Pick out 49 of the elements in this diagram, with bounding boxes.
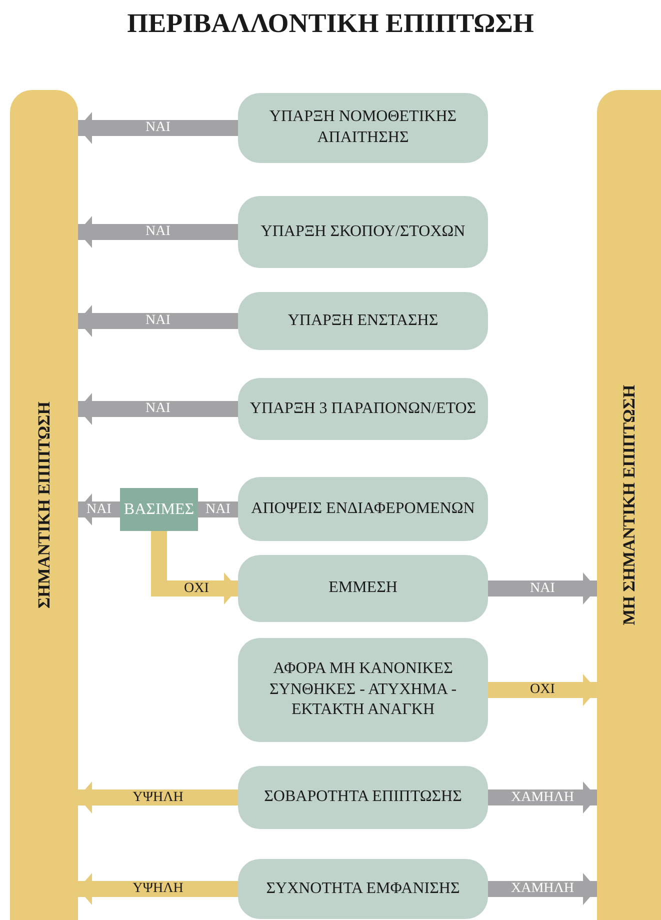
edge-label: ΥΨΗΛΗ: [132, 881, 184, 897]
box-text: ΕΜΜΕΣΗ: [328, 578, 398, 598]
edge-label: ΝΑΙ: [146, 401, 170, 417]
box-text: ΥΠΑΡΞΗ 3 ΠΑΡΑΠΟΝΩΝ/ΕΤΟΣ: [250, 398, 476, 419]
arrow: [488, 782, 597, 814]
arrow: [488, 674, 597, 706]
edge-label: ΝΑΙ: [146, 120, 170, 136]
edge-label: ΟΧΙ: [184, 580, 209, 596]
arrow: [78, 216, 238, 248]
bar-label: ΜΗ ΣΗΜΑΝΤΙΚΗ ΕΠΙΠΤΩΣΗ: [619, 384, 639, 626]
criterion-box: [238, 378, 488, 440]
arrow: [488, 873, 597, 905]
criterion-box: [238, 477, 488, 541]
edge-label: ΧΑΜΗΛΗ: [510, 790, 574, 806]
arrow: [78, 782, 238, 814]
arrow: [78, 393, 238, 425]
arrow: [78, 305, 238, 337]
title: ΠΕΡΙΒΑΛΛΟΝΤΙΚΗ ΕΠΙΠΤΩΣΗ: [126, 8, 535, 39]
criterion-box: [238, 766, 488, 829]
edge-label: ΝΑΙ: [146, 313, 170, 329]
criterion-box: [238, 555, 488, 622]
box-text: ΣΥΧΝΟΤΗΤΑ ΕΜΦΑΝΙΣΗΣ: [266, 878, 460, 899]
box-text: ΑΦΟΡΑ ΜΗ ΚΑΝΟΝΙΚΕΣ ΣΥΝΘΗΚΕΣ - ΑΤΥΧΗΜΑ - ΕΚΤΑΚΤΗ ΑΝΑΓΚΗ: [268, 658, 458, 720]
box-text: ΑΠΟΨΕΙΣ ΕΝΔΙΑΦΕΡΟΜΕΝΩΝ: [251, 498, 475, 519]
arrow: [78, 112, 238, 144]
criterion-box: [238, 196, 488, 268]
bar-label: ΣΗΜΑΝΤΙΚΗ ΕΠΙΠΤΩΣΗ: [34, 402, 54, 608]
arrow: [78, 494, 120, 526]
criterion-box: [238, 638, 488, 742]
outcome-bar: [597, 90, 661, 920]
box-text: ΥΠΑΡΞΗ ΣΚΟΠΟΥ/ΣΤΟΧΩΝ: [260, 222, 466, 242]
box-text: ΥΠΑΡΞΗ ΕΝΣΤΑΣΗΣ: [288, 310, 438, 331]
box-text: ΒΑΣΙΜΕΣ: [124, 500, 194, 518]
edge-label: ΟΧΙ: [530, 682, 555, 698]
criterion-box: [238, 859, 488, 919]
edge-label: ΥΨΗΛΗ: [132, 790, 184, 806]
edge-label: ΝΑΙ: [206, 502, 230, 518]
arrow: [78, 873, 238, 905]
decision-box: [120, 488, 198, 531]
criterion-box: [238, 93, 488, 163]
criterion-box: [238, 292, 488, 350]
edge-label: ΝΑΙ: [86, 502, 112, 518]
outcome-bar: [10, 90, 78, 920]
edge-label: ΧΑΜΗΛΗ: [510, 881, 574, 897]
box-text: ΣΟΒΑΡΟΤΗΤΑ ΕΠΙΠΤΩΣΗΣ: [264, 787, 462, 808]
arrow: [488, 572, 597, 604]
edge-label: ΝΑΙ: [530, 580, 555, 596]
edge-label: ΝΑΙ: [146, 224, 170, 240]
box-text: ΥΠΑΡΞΗ ΝΟΜΟΘΕΤΙΚΗΣ ΑΠΑΙΤΗΣΗΣ: [268, 107, 458, 148]
